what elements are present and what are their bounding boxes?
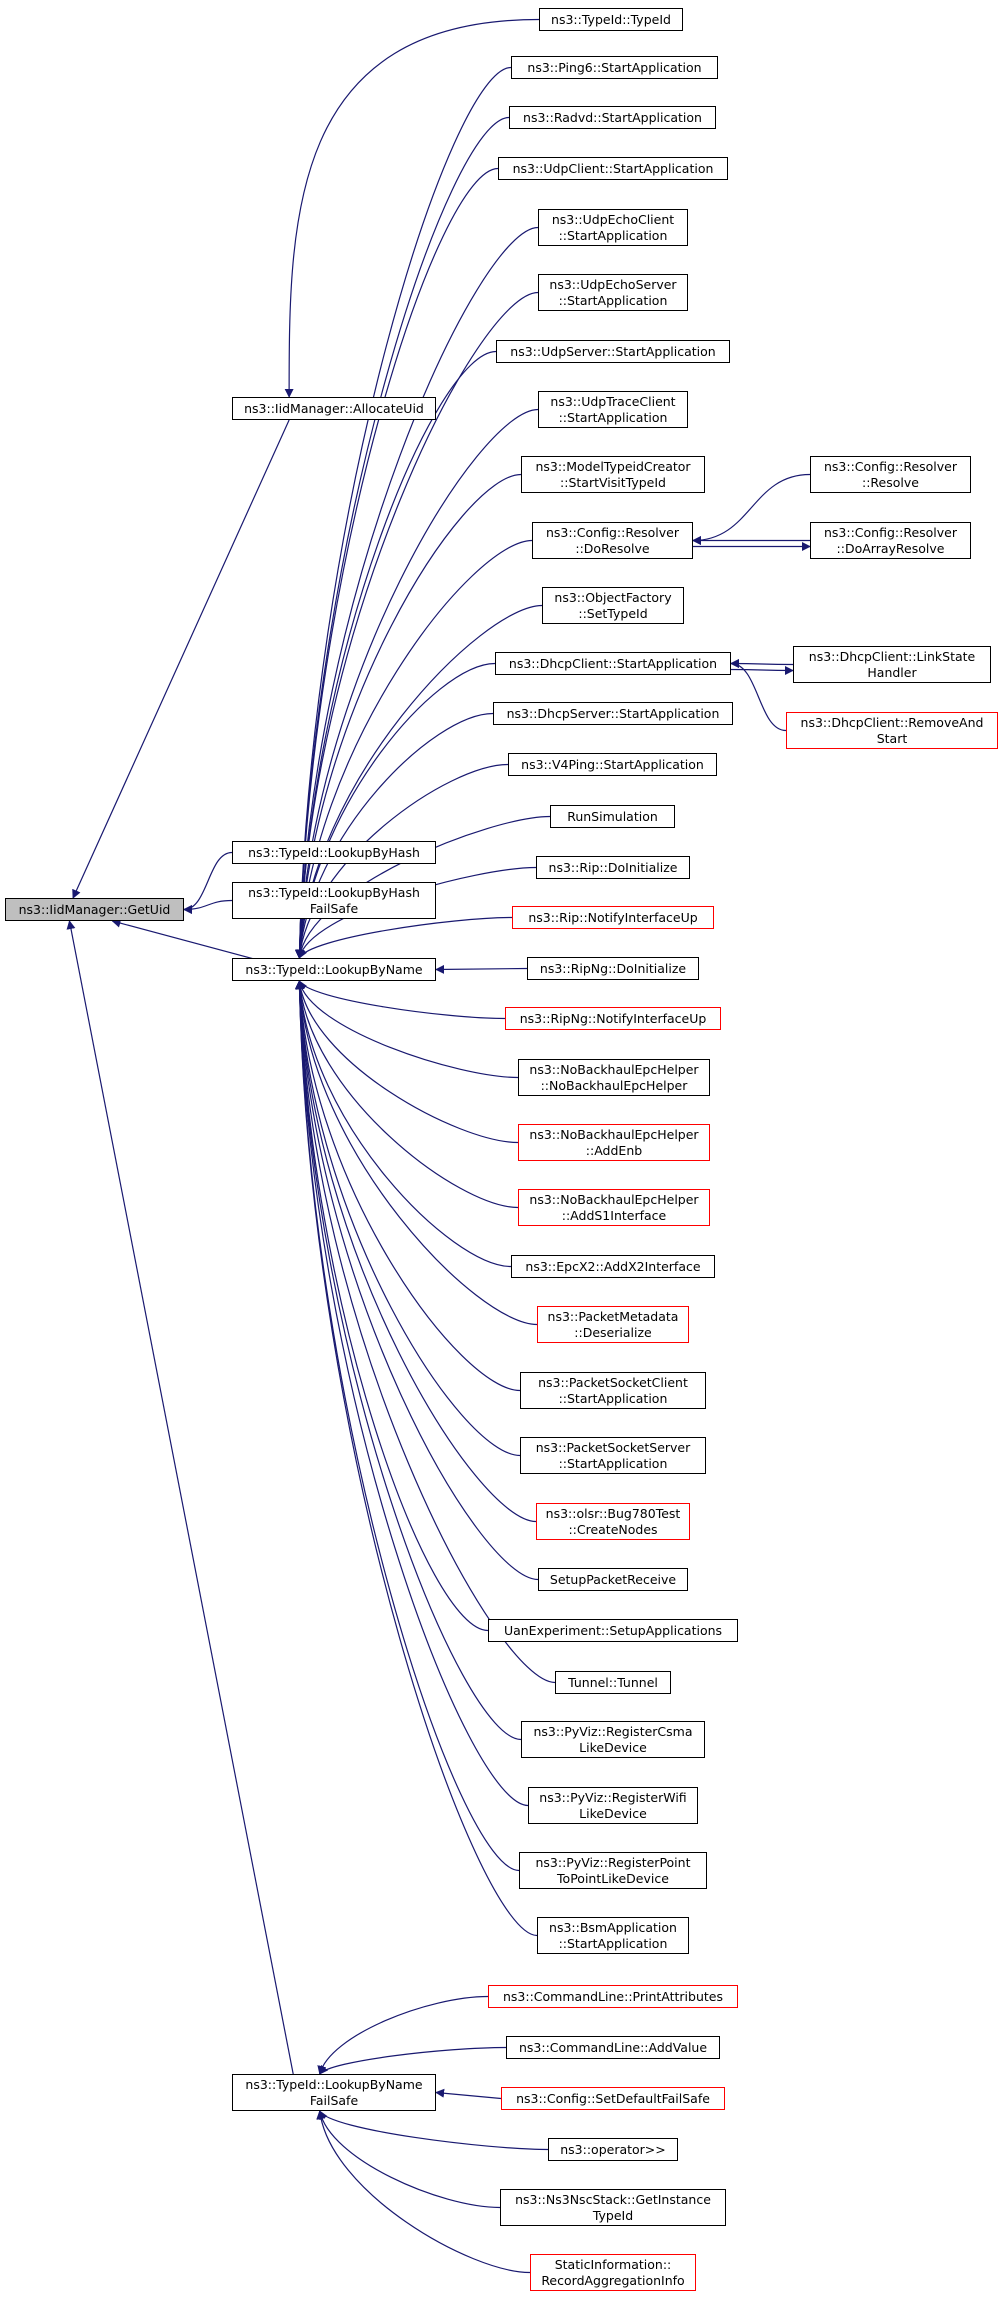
node-lookupbyname[interactable]: ns3::TypeId::LookupByName xyxy=(232,958,436,981)
node-cfgresolve[interactable]: ns3::Config::Resolver ::Resolve xyxy=(810,456,971,493)
node-epcx2[interactable]: ns3::EpcX2::AddX2Interface xyxy=(511,1255,715,1278)
node-nobackhaul[interactable]: ns3::NoBackhaulEpcHelper ::NoBackhaulEpc… xyxy=(518,1059,710,1096)
node-udpclient[interactable]: ns3::UdpClient::StartApplication xyxy=(498,157,728,180)
edge-udpechoclient-to-lookupbyname xyxy=(295,226,539,959)
node-dhcpremove[interactable]: ns3::DhcpClient::RemoveAnd Start xyxy=(786,712,998,749)
edge-cfgdoresolve-to-lookupbyname xyxy=(295,539,533,959)
edge-pyvizcsma-to-lookupbyname xyxy=(295,980,522,1741)
edge-pktsockclient-to-lookupbyname xyxy=(295,980,521,1392)
node-pktsockserver[interactable]: ns3::PacketSocketServer ::StartApplicati… xyxy=(520,1437,706,1474)
edge-dhcpclient-to-dhcplinkstate xyxy=(730,665,794,675)
edge-setuppkt-to-lookupbyname xyxy=(295,980,539,1581)
edge-ripnotify-to-lookupbyname xyxy=(298,916,513,959)
edge-allocateuid-to-getuid xyxy=(72,419,290,899)
node-addvalue[interactable]: ns3::CommandLine::AddValue xyxy=(506,2036,720,2059)
node-ripnotify[interactable]: ns3::Rip::NotifyInterfaceUp xyxy=(512,906,714,929)
edge-pktsockserver-to-lookupbyname xyxy=(295,980,521,1457)
edge-epcx2-to-lookupbyname xyxy=(295,980,512,1268)
edge-v4ping-to-lookupbyname xyxy=(295,763,509,959)
node-radvd[interactable]: ns3::Radvd::StartApplication xyxy=(509,106,716,129)
node-lookupbynamefs[interactable]: ns3::TypeId::LookupByName FailSafe xyxy=(232,2074,436,2111)
node-pktmeta[interactable]: ns3::PacketMetadata ::Deserialize xyxy=(537,1306,689,1343)
edge-pktmeta-to-lookupbyname xyxy=(295,980,538,1326)
node-bsmapp[interactable]: ns3::BsmApplication ::StartApplication xyxy=(537,1917,689,1954)
node-allocateuid[interactable]: ns3::IidManager::AllocateUid xyxy=(232,397,436,420)
edge-ping6-to-lookupbyname xyxy=(295,66,512,959)
edge-udpechoserver-to-lookupbyname xyxy=(295,291,539,959)
edge-pyvizp2p-to-lookupbyname xyxy=(295,980,520,1872)
edge-nsc-to-lookupbynamefs xyxy=(316,2110,501,2209)
edge-lookupbyhashfs-to-getuid xyxy=(183,899,233,914)
node-pyvizcsma[interactable]: ns3::PyViz::RegisterCsma LikeDevice xyxy=(521,1721,705,1758)
node-dhcpserver[interactable]: ns3::DhcpServer::StartApplication xyxy=(493,702,733,725)
node-pyvizwifi[interactable]: ns3::PyViz::RegisterWifi LikeDevice xyxy=(528,1787,698,1824)
node-uanexp[interactable]: UanExperiment::SetupApplications xyxy=(488,1619,738,1642)
edge-setdefaultfs-to-lookupbynamefs xyxy=(435,2088,502,2100)
edge-staticinfo-to-lookupbynamefs xyxy=(316,2110,531,2274)
node-setuppkt[interactable]: SetupPacketReceive xyxy=(538,1568,688,1591)
edge-tunnel-to-lookupbyname xyxy=(295,980,556,1684)
node-adds1[interactable]: ns3::NoBackhaulEpcHelper ::AddS1Interfac… xyxy=(518,1189,710,1226)
node-dhcplinkstate[interactable]: ns3::DhcpClient::LinkState Handler xyxy=(793,646,991,683)
node-lookupbyhashfs[interactable]: ns3::TypeId::LookupByHash FailSafe xyxy=(232,882,436,919)
node-udpserver[interactable]: ns3::UdpServer::StartApplication xyxy=(496,340,730,363)
node-udpechoclient[interactable]: ns3::UdpEchoClient ::StartApplication xyxy=(538,209,688,246)
node-nsc[interactable]: ns3::Ns3NscStack::GetInstance TypeId xyxy=(500,2189,726,2226)
node-getuid: ns3::IidManager::GetUid xyxy=(5,898,184,921)
node-setdefaultfs[interactable]: ns3::Config::SetDefaultFailSafe xyxy=(501,2087,725,2110)
edge-typeid-to-allocateuid xyxy=(284,18,540,398)
edge-uanexp-to-lookupbyname xyxy=(295,980,489,1632)
node-udptraceclient[interactable]: ns3::UdpTraceClient ::StartApplication xyxy=(538,391,688,428)
node-lookupbyhash[interactable]: ns3::TypeId::LookupByHash xyxy=(232,841,436,864)
edge-dhcpremove-to-dhcpclient xyxy=(730,659,787,732)
node-operator[interactable]: ns3::operator>> xyxy=(548,2138,678,2161)
edge-operator-to-lookupbynamefs xyxy=(319,2110,549,2151)
edge-printattrs-to-lookupbynamefs xyxy=(317,1995,489,2075)
edge-lookupbynamefs-to-getuid xyxy=(66,920,294,2075)
node-tunnel[interactable]: Tunnel::Tunnel xyxy=(555,1671,671,1694)
node-runsim[interactable]: RunSimulation xyxy=(550,805,675,828)
node-modeltypeid[interactable]: ns3::ModelTypeidCreator ::StartVisitType… xyxy=(521,456,705,493)
edge-udpclient-to-lookupbyname xyxy=(295,167,499,959)
edge-olsrbug-to-lookupbyname xyxy=(295,980,537,1523)
node-cfgdoresolve[interactable]: ns3::Config::Resolver ::DoResolve xyxy=(532,522,693,559)
node-ripnginit[interactable]: ns3::RipNg::DoInitialize xyxy=(527,957,699,980)
node-pyvizp2p[interactable]: ns3::PyViz::RegisterPoint ToPointLikeDev… xyxy=(519,1852,707,1889)
node-staticinfo[interactable]: StaticInformation:: RecordAggregationInf… xyxy=(530,2254,696,2291)
edge-ripnginit-to-lookupbyname xyxy=(435,964,528,974)
edge-udpserver-to-lookupbyname xyxy=(295,350,497,959)
edge-adds1-to-lookupbyname xyxy=(295,980,519,1209)
edge-dhcplinkstate-to-dhcpclient xyxy=(730,659,794,669)
edge-ripngnotify-to-lookupbyname xyxy=(298,980,506,1020)
node-pktsockclient[interactable]: ns3::PacketSocketClient ::StartApplicati… xyxy=(520,1372,706,1409)
node-udpechoserver[interactable]: ns3::UdpEchoServer ::StartApplication xyxy=(538,274,688,311)
edge-addenb-to-lookupbyname xyxy=(295,980,519,1144)
edge-nobackhaul-to-lookupbyname xyxy=(296,980,519,1079)
edge-pyvizwifi-to-lookupbyname xyxy=(295,980,529,1807)
node-typeid[interactable]: ns3::TypeId::TypeId xyxy=(539,8,683,31)
edge-bsmapp-to-lookupbyname xyxy=(294,980,538,1937)
node-v4ping[interactable]: ns3::V4Ping::StartApplication xyxy=(508,753,717,776)
node-cfgdoarray[interactable]: ns3::Config::Resolver ::DoArrayResolve xyxy=(810,522,971,559)
node-ripinit[interactable]: ns3::Rip::DoInitialize xyxy=(536,856,690,879)
node-dhcpclient[interactable]: ns3::DhcpClient::StartApplication xyxy=(495,652,731,675)
edge-cfgresolve-to-cfgdoresolve xyxy=(692,473,811,545)
node-ripngnotify[interactable]: ns3::RipNg::NotifyInterfaceUp xyxy=(505,1007,721,1030)
node-addenb[interactable]: ns3::NoBackhaulEpcHelper ::AddEnb xyxy=(518,1124,710,1161)
node-printattrs[interactable]: ns3::CommandLine::PrintAttributes xyxy=(488,1985,738,2008)
node-olsrbug[interactable]: ns3::olsr::Bug780Test ::CreateNodes xyxy=(536,1503,690,1540)
node-objfactory[interactable]: ns3::ObjectFactory ::SetTypeId xyxy=(542,587,684,624)
edge-addvalue-to-lookupbynamefs xyxy=(319,2046,507,2075)
node-ping6[interactable]: ns3::Ping6::StartApplication xyxy=(511,56,718,79)
